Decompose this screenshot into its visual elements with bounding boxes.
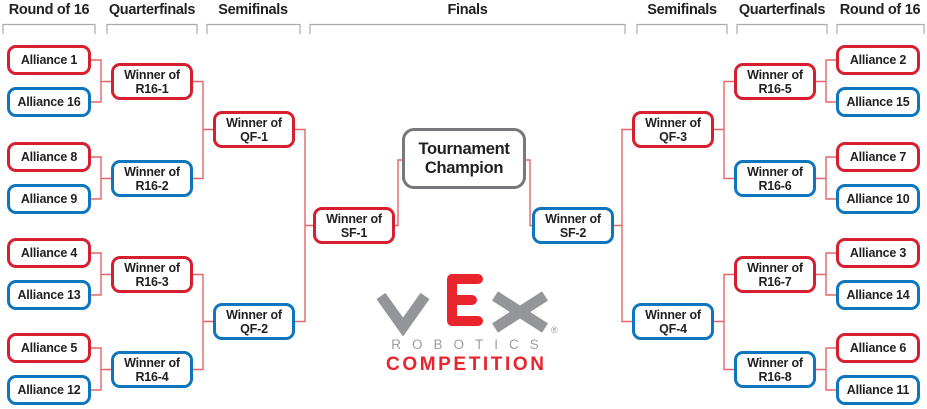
- bracket-node-alliance-13: Alliance 13: [7, 280, 91, 310]
- bracket-node-alliance-6: Alliance 6: [836, 333, 920, 363]
- bracket-node-alliance-3: Alliance 3: [836, 238, 920, 268]
- vex-logo-e-glyph: [447, 274, 483, 326]
- bracket-node-alliance-5: Alliance 5: [7, 333, 91, 363]
- vex-logo: ® ROBOTICS COMPETITION: [370, 268, 560, 386]
- column-header-quarterfinals-right: Quarterfinals: [738, 2, 826, 18]
- bracket-node-winner-qf-3: Winner of QF-3: [632, 111, 714, 148]
- bracket-node-winner-r16-4: Winner of R16-4: [111, 351, 193, 388]
- bracket-node-winner-qf-2: Winner of QF-2: [213, 303, 295, 340]
- bracket-node-alliance-16: Alliance 16: [7, 87, 91, 117]
- bracket-node-winner-r16-2: Winner of R16-2: [111, 160, 193, 197]
- column-header-round-of-16-left: Round of 16: [8, 2, 90, 18]
- bracket-node-alliance-1: Alliance 1: [7, 45, 91, 75]
- bracket-node-winner-qf-1: Winner of QF-1: [213, 111, 295, 148]
- vex-logo-competition-text: COMPETITION: [386, 354, 547, 375]
- bracket-node-winner-r16-3: Winner of R16-3: [111, 256, 193, 293]
- bracket-node-alliance-14: Alliance 14: [836, 280, 920, 310]
- bracket-node-winner-r16-7: Winner of R16-7: [734, 256, 816, 293]
- header-brackets: [2, 23, 925, 34]
- bracket-node-winner-r16-5: Winner of R16-5: [734, 63, 816, 100]
- vex-logo-v-glyph: [376, 292, 430, 336]
- bracket-node-winner-qf-4: Winner of QF-4: [632, 303, 714, 340]
- bracket-node-alliance-10: Alliance 10: [836, 184, 920, 214]
- bracket-node-alliance-11: Alliance 11: [836, 375, 920, 405]
- vex-wordmark-graphic: ®: [376, 274, 558, 336]
- bracket-node-alliance-9: Alliance 9: [7, 184, 91, 214]
- column-header-semifinals-right: Semifinals: [647, 2, 717, 18]
- bracket-node-alliance-8: Alliance 8: [7, 142, 91, 172]
- bracket-node-alliance-12: Alliance 12: [7, 375, 91, 405]
- bracket-node-winner-sf-2: Winner of SF-2: [532, 207, 614, 244]
- bracket-node-winner-r16-8: Winner of R16-8: [734, 351, 816, 388]
- bracket-node-winner-sf-1: Winner of SF-1: [313, 207, 395, 244]
- column-header-quarterfinals-left: Quarterfinals: [108, 2, 196, 18]
- bracket-node-winner-r16-6: Winner of R16-6: [734, 160, 816, 197]
- column-header-round-of-16-right: Round of 16: [839, 2, 921, 18]
- bracket-node-alliance-7: Alliance 7: [836, 142, 920, 172]
- bracket-node-tournament-champion: Tournament Champion: [402, 128, 526, 189]
- vex-logo-robotics-text: ROBOTICS: [391, 337, 550, 352]
- bracket-node-alliance-4: Alliance 4: [7, 238, 91, 268]
- column-header-semifinals-left: Semifinals: [218, 2, 288, 18]
- bracket-node-alliance-2: Alliance 2: [836, 45, 920, 75]
- column-header-finals: Finals: [447, 2, 488, 18]
- bracket-node-winner-r16-1: Winner of R16-1: [111, 63, 193, 100]
- vex-logo-x-glyph: [492, 291, 548, 333]
- bracket-node-alliance-15: Alliance 15: [836, 87, 920, 117]
- registered-trademark: ®: [551, 325, 558, 335]
